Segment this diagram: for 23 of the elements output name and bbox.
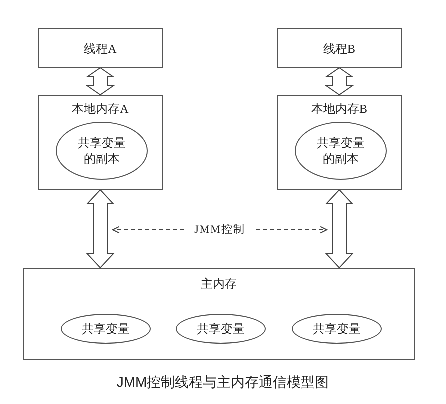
process-box: [23, 268, 415, 360]
double-arrow: [86, 189, 115, 269]
double-arrow: [86, 67, 116, 96]
node-text: 共享变量的副本: [76, 134, 127, 168]
diagram-caption: JMM控制线程与主内存通信模型图: [116, 374, 330, 392]
box-heading: 线程B: [322, 41, 356, 58]
box-heading: 主内存: [200, 276, 238, 292]
node-text: 共享变量: [80, 320, 131, 338]
process-box: [38, 95, 163, 190]
node-text: 共享变量: [312, 320, 362, 338]
process-box: [277, 28, 402, 68]
arrow: [256, 226, 328, 234]
arrow: [112, 226, 184, 234]
double-arrow: [325, 189, 354, 269]
control-label: JMM控制: [194, 222, 246, 238]
double-arrow: [324, 67, 354, 96]
process-box: [38, 28, 163, 68]
box-heading: 本地内存A: [71, 101, 130, 118]
box-heading: 线程A: [83, 41, 118, 58]
box-heading: 本地内存B: [310, 101, 368, 118]
node-text: 共享变量的副本: [316, 134, 366, 168]
process-box: [277, 95, 402, 190]
node-text: 共享变量: [196, 320, 246, 338]
